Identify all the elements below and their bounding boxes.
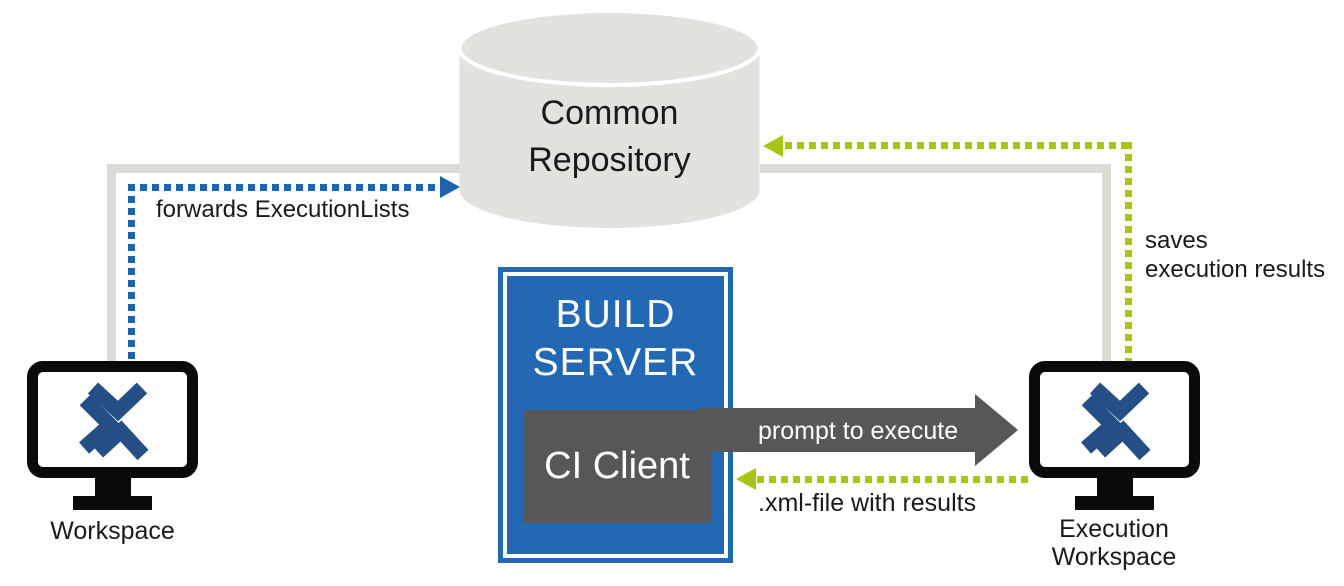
ci-client-node: CI Client [523,410,711,523]
edge-xml-results-arrowhead-icon [736,468,756,490]
ci-client-label: CI Client [544,445,690,487]
execution-workspace-label: Execution Workspace [1051,515,1177,571]
monitor-base [1075,496,1154,510]
monitor-stand [94,476,131,496]
connector-gray-left-vertical [107,164,116,362]
edge-xml-results-horizontal [757,476,1029,483]
tosca-x-logo-icon [1080,381,1151,460]
monitor-screen [27,361,198,478]
edge-saves-results-arrowhead-icon [763,135,783,157]
workspace-monitor-icon [27,361,198,510]
build-server-label: BUILD SERVER [532,293,699,384]
edge-prompt-to-execute-body [700,408,975,452]
edge-forwards-executionlists-vertical [128,184,135,362]
common-repository-label: Common Repository [528,94,691,179]
edge-prompt-to-execute-arrowhead-icon [975,394,1018,466]
execution-workspace-monitor-icon [1029,361,1200,510]
edge-saves-results-label: saves execution results [1145,227,1326,283]
workspace-label: Workspace [50,517,175,545]
edge-saves-results-vertical [1125,142,1132,362]
edge-forwards-executionlists-label: forwards ExecutionLists [156,196,410,223]
monitor-screen [1029,361,1200,478]
tosca-x-logo-icon [78,381,149,460]
monitor-stand [1096,476,1133,496]
edge-saves-results-horizontal [785,142,1131,149]
edge-forwards-executionlists-horizontal [128,184,440,191]
connector-gray-right-vertical [1102,164,1111,362]
monitor-base [73,496,152,510]
connector-gray-right-horizontal [760,164,1111,173]
edge-forwards-executionlists-arrowhead-icon [440,176,460,198]
edge-prompt-to-execute-label: prompt to execute [758,417,959,445]
edge-xml-results-label: .xml-file with results [758,489,977,517]
database-cylinder-icon [457,9,762,228]
common-repository-node: Common Repository [457,8,762,230]
connector-gray-left-horizontal [107,164,460,173]
